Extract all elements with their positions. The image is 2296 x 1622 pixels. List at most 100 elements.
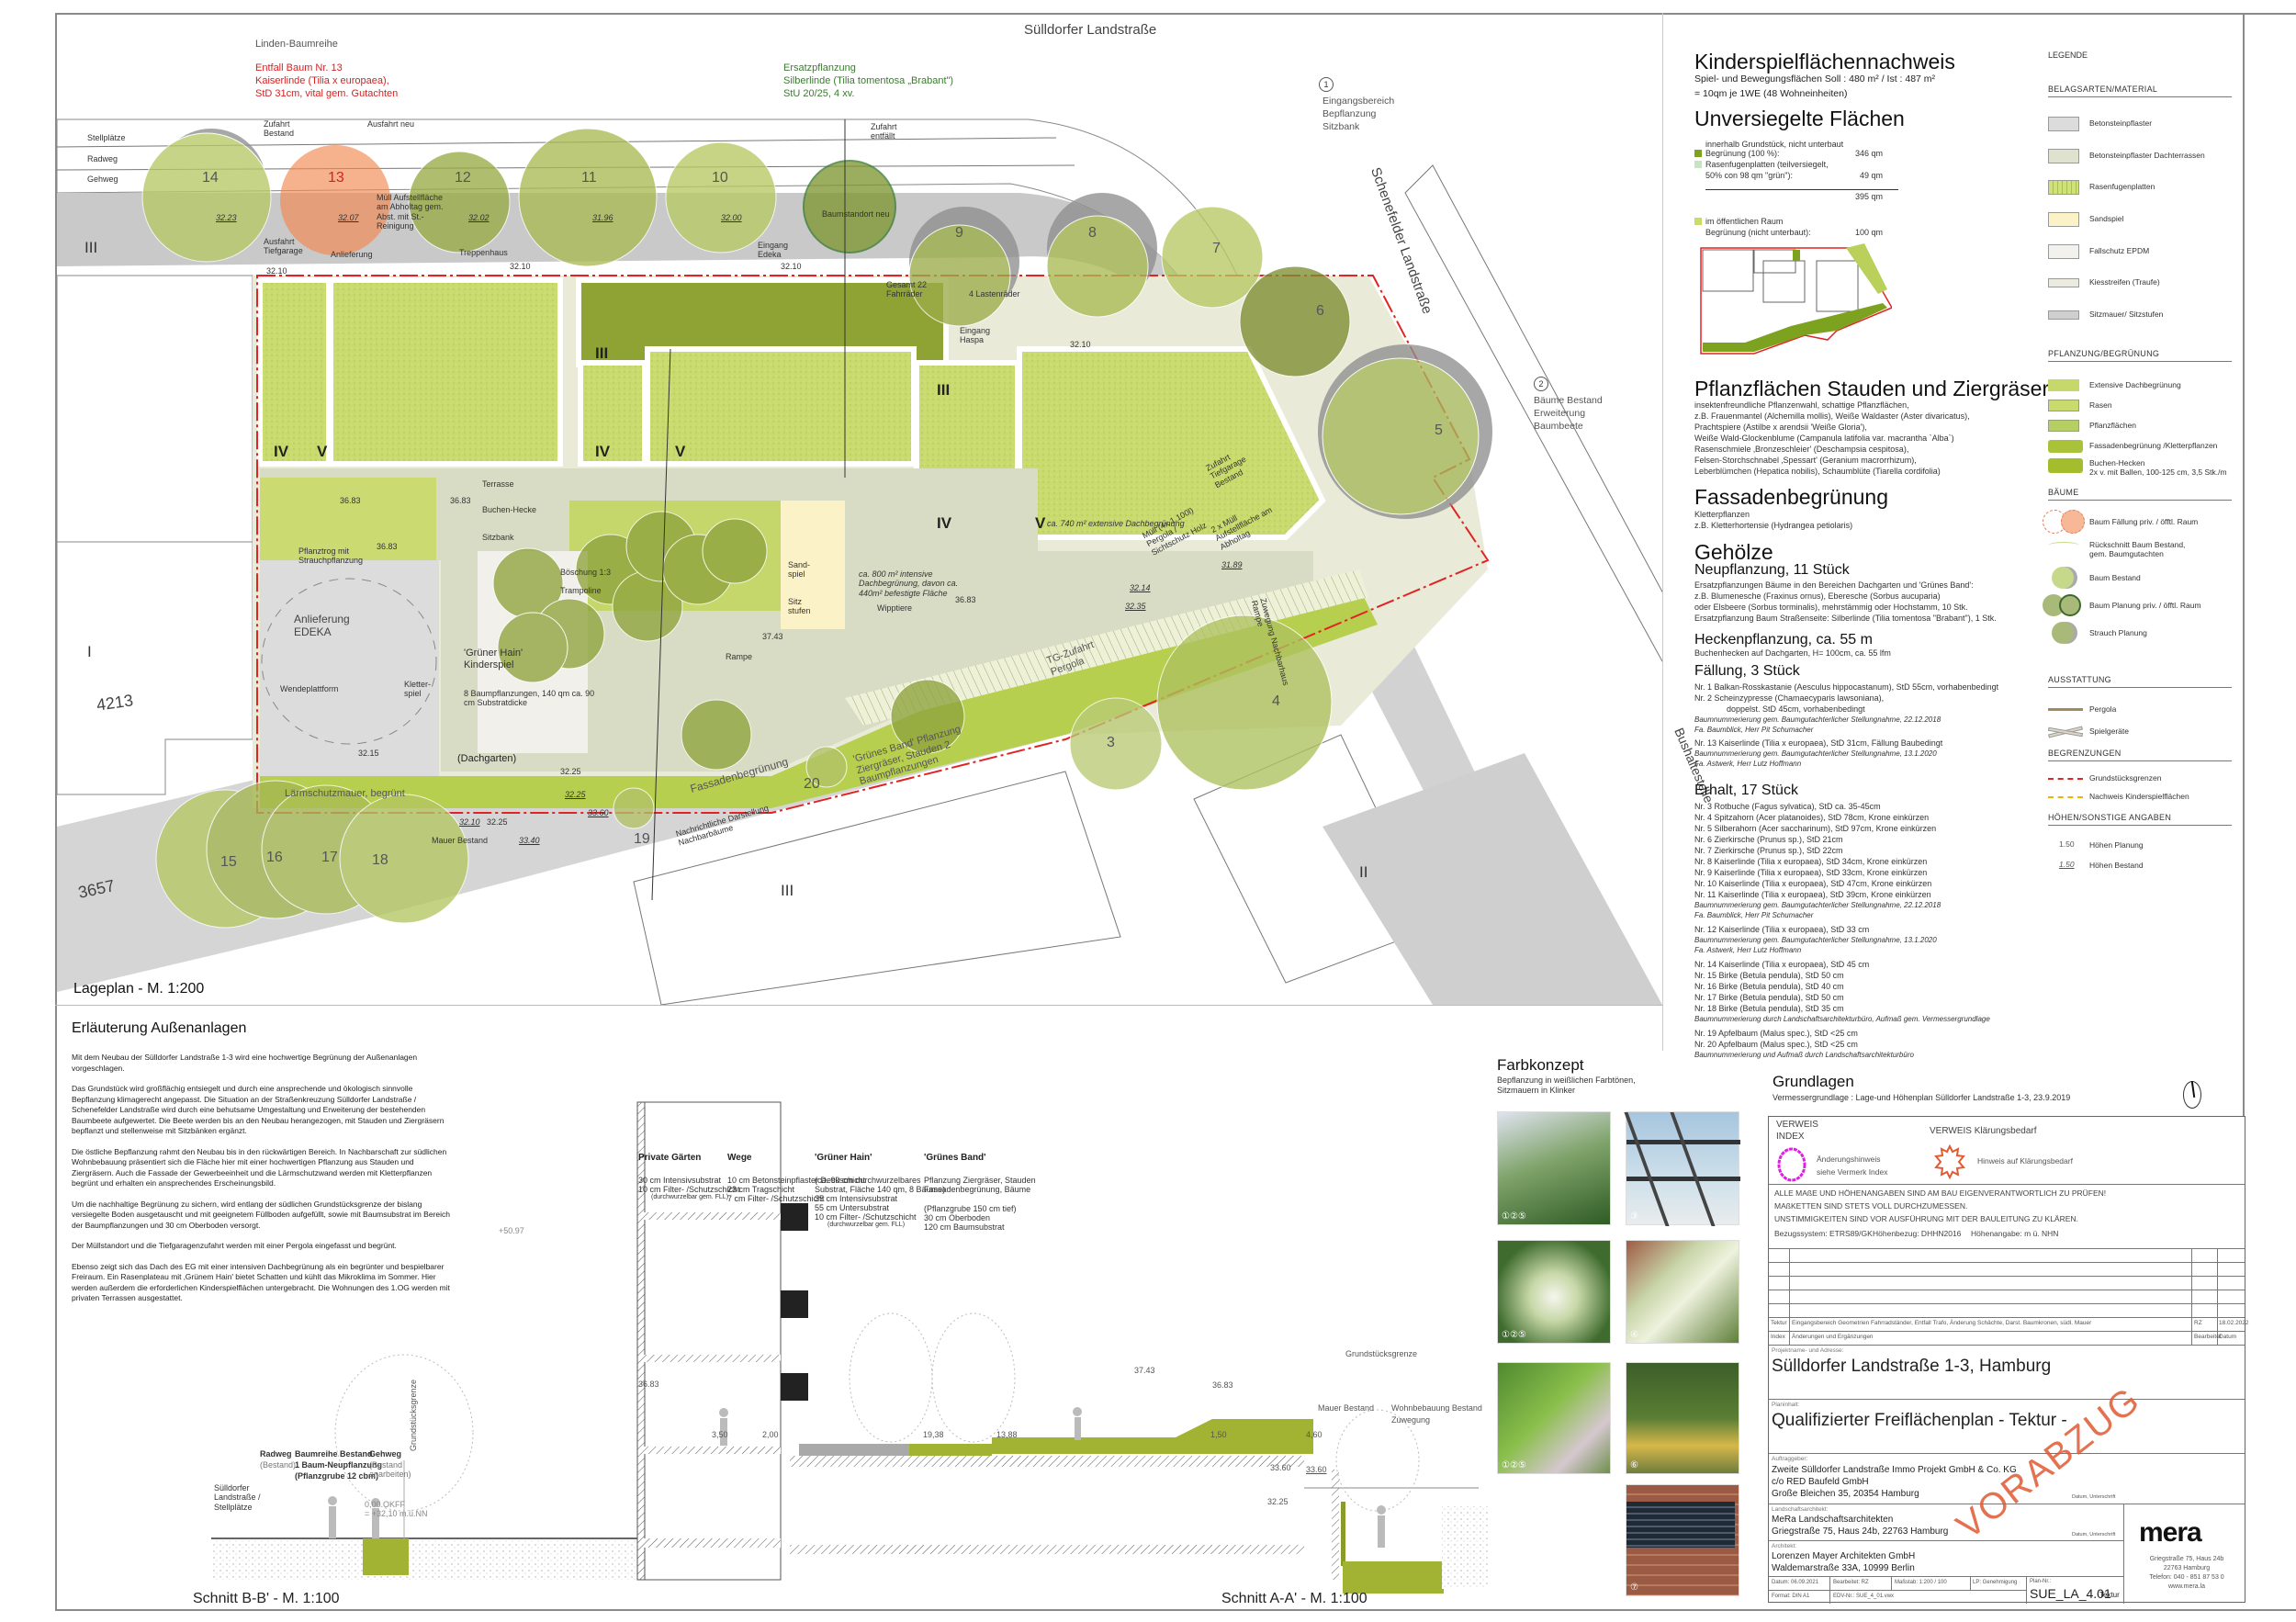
- legend-label: Rückschnitt Baum Bestand,: [2089, 540, 2186, 549]
- aa-wohn: Wohnbebauung Bestand: [1391, 1403, 1482, 1413]
- farbkonzept-line: Sitzmauern in Klinker: [1497, 1086, 1576, 1095]
- legend-item: Nachweis Kinderspielflächen: [2048, 790, 2296, 808]
- bb-label-baumreihe-sub1: 1 Baum-Neupflanzung: [295, 1460, 383, 1470]
- index-c1: Index: [1771, 1334, 1785, 1340]
- swatch: [2048, 310, 2079, 320]
- meta-datum: Datum: 06.09.2021: [1772, 1580, 1819, 1585]
- spot-height: 32.25: [565, 790, 586, 799]
- legend-label: Baum Fällung priv. / öfftl. Raum: [2089, 517, 2199, 526]
- legend-label: Sitzmauer/ Sitzstufen: [2089, 310, 2164, 319]
- label-laermschutz: Lärmschutzmauer, begrünt: [285, 788, 405, 799]
- erhalt-title: Erhalt, 17 Stück: [1694, 783, 1798, 798]
- label-zufahrt-bestand: Zufahrt Bestand: [264, 119, 295, 139]
- faellung-line: Nr. 2 Scheinzypresse (Chamaecyparis laws…: [1694, 693, 1885, 703]
- layer-col-private: Private Gärten 30 cm Intensivsubstrat 10…: [638, 1153, 740, 1200]
- legend-item: Sandspiel: [2048, 212, 2296, 231]
- spot-height: 32.35: [1125, 602, 1146, 611]
- legend-head: BELAGSARTEN/MATERIAL: [2048, 84, 2232, 97]
- prune-icon: [2048, 542, 2079, 549]
- plan-label: Planinhalt:: [1772, 1402, 1800, 1408]
- kinderspiel-line1: Spiel- und Bewegungsflächen Soll : 480 m…: [1694, 73, 1936, 84]
- floor-label: IV: [274, 443, 289, 460]
- tb-row-line: [1769, 1540, 2123, 1541]
- legend-item: Fallschutz EPDM: [2048, 244, 2296, 263]
- label-sandspiel: Sand-spiel: [788, 560, 811, 580]
- label-ausfahrt-neu: Ausfahrt neu: [367, 119, 415, 129]
- legend-item: Rückschnitt Baum Bestand, gem. Baumgutac…: [2048, 540, 2296, 566]
- legend-label: Nachweis Kinderspielflächen: [2089, 792, 2189, 801]
- layer-line: 23 cm Tragschicht: [727, 1185, 795, 1194]
- label-terrasse: Terrasse: [482, 479, 514, 489]
- frame-bottom: [55, 1609, 2296, 1611]
- legend-sublabel: 2x v. mit Ballen, 100-125 cm, 3,5 Stk./m: [2089, 467, 2227, 477]
- stauden-title: Pflanzflächen Stauden und Ziergräser: [1694, 377, 2050, 400]
- erlaeuterung-paragraph: Das Grundstück wird großflächig entsiege…: [72, 1084, 445, 1135]
- erhalt-line: Nr. 7 Zierkirsche (Prunus sp.), StD 22cm: [1694, 846, 1843, 855]
- tb-row-line: [1769, 1590, 2026, 1591]
- aa-height: 36.83: [1212, 1380, 1233, 1390]
- photo-caption: ⑦: [1630, 1582, 1638, 1593]
- photo-fern-perennials: ①②⑤: [1497, 1362, 1611, 1474]
- label-dachgarten: (Dachgarten): [457, 753, 517, 764]
- logo-address: 22763 Hamburg: [2163, 1565, 2211, 1571]
- frame-top: [55, 13, 2296, 15]
- spot-height: 32.00: [721, 213, 742, 222]
- pergola-beam: [1626, 1177, 1740, 1181]
- tektur-c1: Tektur: [1771, 1320, 1787, 1326]
- tree-number: 20: [804, 776, 820, 792]
- erlaeuterung-paragraph: Ebenso zeigt sich das Dach des EG mit ei…: [72, 1261, 450, 1303]
- photo-tree-grove: ⑥: [1626, 1362, 1739, 1474]
- legend-label: Baum Bestand: [2089, 573, 2141, 582]
- swatch: [2048, 458, 2083, 473]
- bb-okff2: = +32,10 m.ü.NN: [365, 1509, 428, 1518]
- verweis-klaerung: VERWEIS Klärungsbedarf: [1930, 1126, 2037, 1136]
- layer-line: Pflanzung Ziergräser, Stauden: [924, 1176, 1036, 1185]
- hecke-title: Heckenpflanzung, ca. 55 m: [1694, 632, 1873, 648]
- label-lastenraeder: 4 Lastenräder: [969, 289, 1020, 298]
- swatch: [2048, 117, 2079, 131]
- photo-white-campanula: ①②⑤: [1497, 1111, 1611, 1225]
- legend-item: Betonsteinpflaster Dachterrassen: [2048, 149, 2296, 167]
- tb-row-line: [1769, 1576, 2123, 1577]
- section-drawings: [211, 1101, 1488, 1594]
- photo-caption: ①②⑤: [1502, 1329, 1526, 1340]
- project-label: Projektname- und Adresse:: [1772, 1347, 1844, 1354]
- erhalt-note: Fa. Baumblick, Herr Pit Schumacher: [1694, 911, 1814, 919]
- warning-line: UNSTIMMIGKEITEN SIND VOR AUSFÜHRUNG MIT …: [1774, 1214, 2078, 1223]
- tree-number: 15: [220, 854, 237, 870]
- swatch-begruenung: [1694, 150, 1702, 157]
- tree-number: 14: [202, 170, 219, 186]
- tree-number: 7: [1212, 241, 1221, 256]
- legend-item: Baum Bestand: [2048, 567, 2296, 592]
- bb-label-baumreihe-sub2: (Pflanzgrube 12 cbm): [295, 1471, 379, 1481]
- replacement-note-1: Ersatzpflanzung: [783, 62, 856, 73]
- spot-height: 32.10: [266, 266, 287, 276]
- layer-head: 'Grünes Band': [924, 1153, 986, 1163]
- la-line: MeRa Landschaftsarchitekten: [1772, 1515, 1894, 1525]
- erhalt-line: Nr. 9 Kaiserlinde (Tilia x europaea), St…: [1694, 868, 1928, 877]
- spot-height: 32.07: [338, 213, 359, 222]
- sum-line: [1705, 189, 1898, 190]
- legend-label: Betonsteinpflaster: [2089, 118, 2153, 128]
- tree-planned-icon: [2059, 594, 2081, 616]
- tree-number: 12: [455, 170, 471, 186]
- meta-plan-nr-suffix: Tektur: [2099, 1591, 2120, 1599]
- layer-line: Fassadenbegrünung, Bäume: [924, 1185, 1031, 1194]
- layer-line: (durchwurzelbar gem. FLL): [651, 1194, 729, 1200]
- floor-label: IV: [595, 443, 611, 460]
- bench-slats: [1626, 1502, 1735, 1548]
- label-extensive: ca. 740 m² extensive Dachbegrünung: [1047, 519, 1185, 528]
- layer-head: 'Grüner Hain': [815, 1153, 872, 1163]
- stauden-line: Prachtspiere (Astilbe x arendsii 'Weiße …: [1694, 422, 1867, 432]
- tb-col-line: [2123, 1504, 2124, 1604]
- neupflanzung-line: z.B. Blumenesche (Fraxinus ornus), Ebere…: [1694, 591, 1941, 601]
- label-sitzbank: Sitzbank: [482, 533, 514, 542]
- aa-grenze: Grundstücksgrenze: [1345, 1349, 1418, 1358]
- neupflanzung-line: Ersatzpflanzung Baum Straßenseite: Silbe…: [1694, 614, 1997, 623]
- bb-grenze: Grundstücksgrenze: [409, 1379, 418, 1451]
- trees-marker: 2: [1534, 377, 1548, 391]
- legend-item: Baum Planung priv. / öfftl. Raum: [2043, 594, 2296, 620]
- spot-height: 36.83: [450, 496, 471, 505]
- legend-label: Extensive Dachbegrünung: [2089, 380, 2181, 389]
- warning-line: ALLE MAßE UND HÖHENANGABEN SIND AM BAU E…: [1774, 1188, 2107, 1198]
